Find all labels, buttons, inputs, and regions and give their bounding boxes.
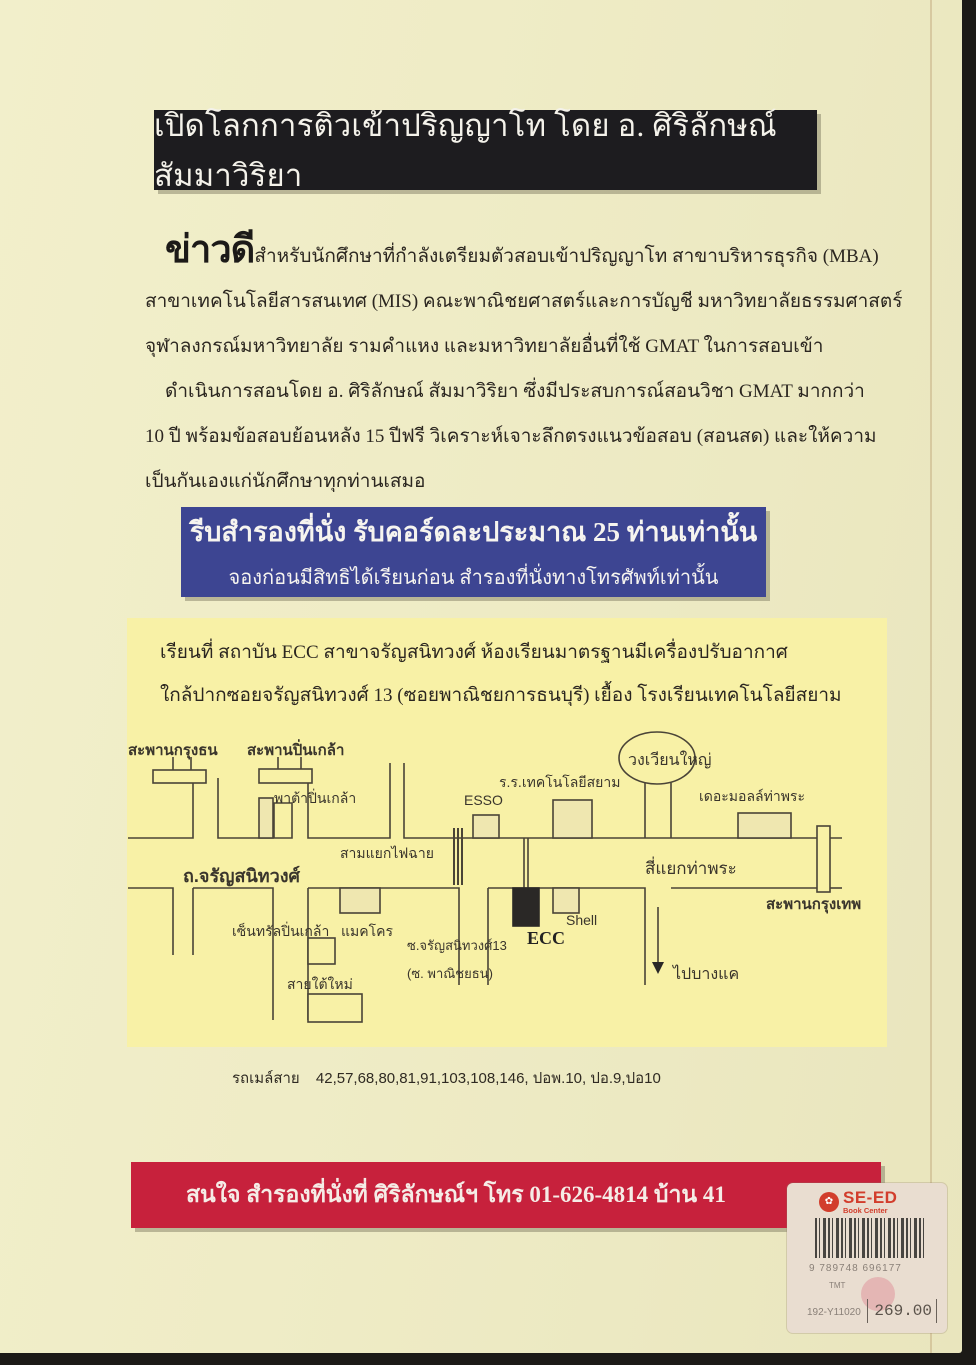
label-sai-tai-mai: สายใต้ใหม่ xyxy=(287,976,353,992)
label-to-bangkhae: ไปบางแค xyxy=(673,966,740,983)
label-makro: แมคโคร xyxy=(341,923,394,939)
sticker-brand: SE-ED xyxy=(843,1188,898,1207)
intro-line-2: สาขาเทคโนโลยีสารสนเทศ (MIS) คณะพาณิชยศาส… xyxy=(145,291,903,312)
title-banner: เปิดโลกการติวเข้าปริญญาโท โดย อ. ศิริลัก… xyxy=(154,108,817,193)
contact-text: สนใจ สำรองที่นั่งที่ ศิริลักษณ์ฯ โทร 01-… xyxy=(186,1182,726,1207)
label-krung-thon-bridge: สะพานกรุงธน xyxy=(128,742,218,759)
label-wongwian-yai: วงเวียนใหญ่ xyxy=(628,752,712,769)
seed-logo-icon: ✿ xyxy=(819,1191,839,1212)
label-krungthep-bridge: สะพานกรุงเทพ xyxy=(766,896,862,913)
seed-logo: ✿ SE-ED Book Center xyxy=(819,1189,897,1215)
label-samyaek-faichai: สามแยกไฟฉาย xyxy=(340,845,434,861)
label-mall-thapra: เดอะมอลล์ท่าพระ xyxy=(699,788,805,804)
spine-crease xyxy=(930,0,932,1353)
price-sticker: ✿ SE-ED Book Center 9 789748 696177 TMT … xyxy=(787,1183,947,1333)
location-line-2: ใกล้ปากซอยจรัญสนิทวงศ์ 13 (ซอยพาณิชยการธ… xyxy=(160,685,842,706)
sticker-price: 269.00 xyxy=(867,1299,937,1323)
intro-paragraph: ข่าวดีสำหรับนักศึกษาที่กำลังเตรียมตัวสอบ… xyxy=(145,228,903,504)
intro-line-5: 10 ปี พร้อมข้อสอบย้อนหลัง 15 ปีฟรี วิเคร… xyxy=(145,426,877,447)
label-siyaek-thapra: สี่แยกท่าพระ xyxy=(645,859,737,878)
bus-routes: รถเมล์สาย 42,57,68,80,81,91,103,108,146,… xyxy=(232,1066,661,1090)
intro-line-3: จุฬาลงกรณ์มหาวิทยาลัย รามคำแหง และมหาวิท… xyxy=(145,336,824,357)
contact-banner: สนใจ สำรองที่นั่งที่ ศิริลักษณ์ฯ โทร 01-… xyxy=(131,1162,881,1228)
label-pata-pinklao: พาต้าปิ่นเกล้า xyxy=(274,790,357,806)
sticker-brand-sub: Book Center xyxy=(843,1206,888,1215)
sticker-ean: 9 789748 696177 xyxy=(809,1263,902,1274)
intro-line-6: เป็นกันเองแก่นักศึกษาทุกท่านเสมอ xyxy=(145,471,426,492)
bus-route-list: 42,57,68,80,81,91,103,108,146, ปอพ.10, ป… xyxy=(315,1070,661,1087)
intro-line-1: สำหรับนักศึกษาที่กำลังเตรียมตัวสอบเข้าปร… xyxy=(254,246,879,267)
label-ecc: ECC xyxy=(527,928,566,948)
sticker-sku: 192-Y11020 xyxy=(807,1307,861,1318)
reserve-banner: รีบสำรองที่นั่ง รับคอร์ดละประมาณ 25 ท่าน… xyxy=(181,507,766,597)
label-central-pinklao: เซ็นทรัลปิ่นเกล้า xyxy=(232,923,330,939)
label-soi-charan13: ซ.จรัญสนิทวงศ์13 xyxy=(407,938,507,953)
news-word: ข่าวดี xyxy=(165,229,255,271)
title-text: เปิดโลกการติวเข้าปริญญาโท โดย อ. ศิริลัก… xyxy=(154,108,777,193)
bus-label: รถเมล์สาย xyxy=(232,1070,300,1087)
label-pinklao-bridge: สะพานปิ่นเกล้า xyxy=(247,742,345,759)
label-siam-tech-school: ร.ร.เทคโนโลยีสยาม xyxy=(499,774,621,790)
reserve-line-2: จองก่อนมีสิทธิได้เรียนก่อน สำรองที่นั่งท… xyxy=(228,566,719,589)
route-map xyxy=(128,731,842,1023)
red-stamp xyxy=(861,1277,895,1311)
label-esso: ESSO xyxy=(464,792,503,808)
reserve-line-1: รีบสำรองที่นั่ง รับคอร์ดละประมาณ 25 ท่าน… xyxy=(189,516,758,547)
label-charan-road: ถ.จรัญสนิทวงศ์ xyxy=(183,866,300,886)
label-shell: Shell xyxy=(566,912,598,928)
label-soi-panichayathon: (ซ. พาณิชยธน) xyxy=(407,966,493,981)
sticker-code: TMT xyxy=(829,1281,846,1290)
barcode-icon xyxy=(815,1218,925,1258)
location-line-1: เรียนที่ สถาบัน ECC สาขาจรัญสนิทวงศ์ ห้อ… xyxy=(160,642,788,663)
intro-line-4: ดำเนินการสอนโดย อ. ศิริลักษณ์ สัมมาวิริย… xyxy=(165,381,865,402)
book-back-cover: เปิดโลกการติวเข้าปริญญาโท โดย อ. ศิริลัก… xyxy=(0,0,962,1353)
